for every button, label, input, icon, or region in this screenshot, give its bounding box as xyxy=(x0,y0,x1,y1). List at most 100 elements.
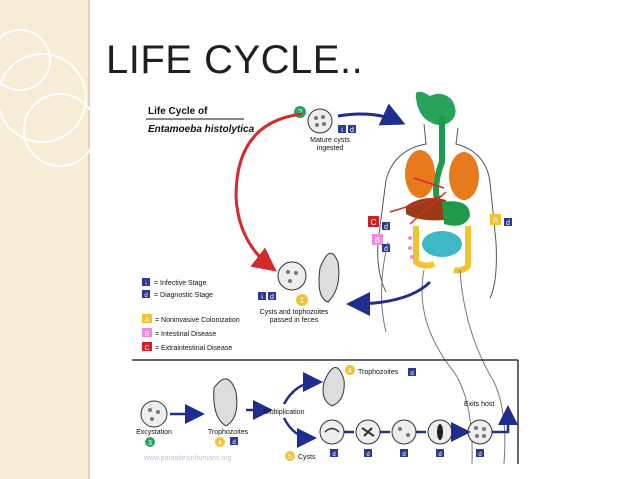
arrow-to-trophozoites xyxy=(282,372,323,405)
infective-badge-letter: i xyxy=(341,127,343,134)
head-cavity xyxy=(415,92,456,125)
diagnostic-badge xyxy=(348,125,356,133)
intestinal-stages-panel: Excystation 3 Trophozoites 4 d Multiplic… xyxy=(132,359,519,464)
legend-swatch-diagnostic xyxy=(142,290,150,298)
badge-B-letter: B xyxy=(375,236,380,245)
badge-C xyxy=(368,216,379,227)
cyst-nucleus xyxy=(150,417,154,421)
legend-label-C: = Extraintestinal Disease xyxy=(155,345,232,352)
cyst-nucleus xyxy=(398,427,402,431)
step-4-caption: Trophozoites xyxy=(208,429,249,436)
cyst-diagnostic-badge xyxy=(476,449,484,457)
badge-A-diagnostic-letter: d xyxy=(506,220,510,227)
cyst-diagnostic-letter: d xyxy=(366,452,369,458)
diagram-heading: Life Cycle of xyxy=(148,106,208,117)
cyst-diagnostic-letter: d xyxy=(478,452,481,458)
cyst-diagnostic-badge xyxy=(400,449,408,457)
multiplication-label: Multiplication xyxy=(264,409,305,416)
step-4-diagnostic-badge xyxy=(230,437,238,445)
cyst-diagnostic-letter: d xyxy=(438,452,441,458)
legend: i = Infective Stage d = Diagnostic Stage… xyxy=(142,278,240,352)
left-lung xyxy=(405,150,435,198)
badge-C-diagnostic xyxy=(382,222,390,230)
cyst-chromatoid xyxy=(437,424,443,440)
trophozoite xyxy=(213,378,238,427)
legend-key-diagnostic: d xyxy=(144,293,147,299)
cyst-diagnostic-badge xyxy=(364,449,372,457)
stomach xyxy=(442,201,470,226)
cyst-diagnostic-badge xyxy=(436,449,444,457)
trophozoites-label: Trophozoites xyxy=(358,369,399,376)
cyst-nucleus xyxy=(315,123,319,127)
arrow-to-cysts xyxy=(282,417,317,448)
trophozoites-diagnostic-badge xyxy=(408,368,416,376)
legend-label-infective: = Infective Stage xyxy=(154,280,206,287)
step-3-marker xyxy=(145,437,155,447)
badge-A-letter: A xyxy=(493,216,499,225)
cyst-stage-3 xyxy=(391,419,417,445)
step-2-group: 2 i d Mature cysts ingested xyxy=(294,106,356,152)
life-cycle-diagram: Life Cycle of Entamoeba histolytica 2 i … xyxy=(132,92,519,464)
step-3-caption: Excystation xyxy=(136,429,172,436)
legend-label-B: = Intestinal Disease xyxy=(155,331,216,338)
cyst-stage-5 xyxy=(467,419,493,445)
badge-A-diagnostic xyxy=(504,218,512,226)
cyst-diagnostic-letter: d xyxy=(332,452,335,458)
step-1-group: i d 1 Cysts and tophozoites passed in fe… xyxy=(258,252,340,324)
trophozoite xyxy=(318,252,340,303)
lesion-dot xyxy=(410,255,414,259)
exits-host-label: Exits host xyxy=(464,401,494,408)
lesion-dot xyxy=(408,246,412,250)
ingestion-arrow xyxy=(337,103,406,126)
cyst-nucleus xyxy=(482,427,486,431)
cyst-nucleus xyxy=(148,408,152,412)
step-5-caption: Cysts xyxy=(298,454,316,461)
lesion-dot xyxy=(408,236,412,240)
step-2-caption-line2: ingested xyxy=(317,145,344,152)
legend-swatch-C xyxy=(142,342,152,351)
step-1-number: 1 xyxy=(300,296,305,305)
badge-A xyxy=(490,214,501,225)
legend-swatch-A xyxy=(142,314,152,323)
colon xyxy=(413,226,471,274)
cyst-stage-1 xyxy=(319,419,345,445)
small-intestine xyxy=(422,231,462,257)
arm-outline xyxy=(381,241,389,333)
step-5-marker xyxy=(285,451,295,461)
badge-C-letter: C xyxy=(371,218,377,227)
step-4-number: 4 xyxy=(218,440,222,447)
legend-key-C: C xyxy=(144,345,149,352)
right-lung xyxy=(449,152,479,200)
step-4-diagnostic-letter: d xyxy=(232,440,235,446)
mature-cyst xyxy=(307,108,333,134)
cyst-nucleus xyxy=(474,426,478,430)
trophozoites-diagnostic-letter: d xyxy=(410,371,413,377)
step-4-marker xyxy=(215,437,225,447)
exit-arrow xyxy=(492,405,518,434)
step-2-caption: Mature cysts xyxy=(310,137,350,144)
side-decoration-rule xyxy=(88,0,90,479)
cyst-nucleus xyxy=(482,434,486,438)
feces-arrow xyxy=(346,280,432,316)
badge-C-diagnostic-letter: d xyxy=(384,224,388,231)
legend-key-A: A xyxy=(145,317,150,324)
cyst-diagnostic-badge xyxy=(330,449,338,457)
step-1-infective-badge xyxy=(258,292,266,300)
cyst-nucleus xyxy=(156,410,160,414)
legend-label-diagnostic: = Diagnostic Stage xyxy=(154,292,213,299)
step-2-number: 2 xyxy=(298,108,303,117)
trophozoite xyxy=(322,367,345,407)
side-decoration-strip xyxy=(0,0,88,479)
cyst-nucleus xyxy=(314,116,318,120)
body-outline xyxy=(377,123,497,299)
cyst-nucleus xyxy=(475,434,479,438)
slide-title: LIFE CYCLE.. xyxy=(106,38,364,82)
cyst-nucleus xyxy=(286,270,290,274)
decorative-circles xyxy=(0,29,90,167)
cyst-nucleus xyxy=(406,433,410,437)
cyst-diagnostic-letter: d xyxy=(402,452,405,458)
badge-B xyxy=(372,234,383,245)
diagram-subheading: Entamoeba histolytica xyxy=(148,124,255,135)
step-1-marker xyxy=(296,294,308,306)
legend-key-B: B xyxy=(145,331,150,338)
